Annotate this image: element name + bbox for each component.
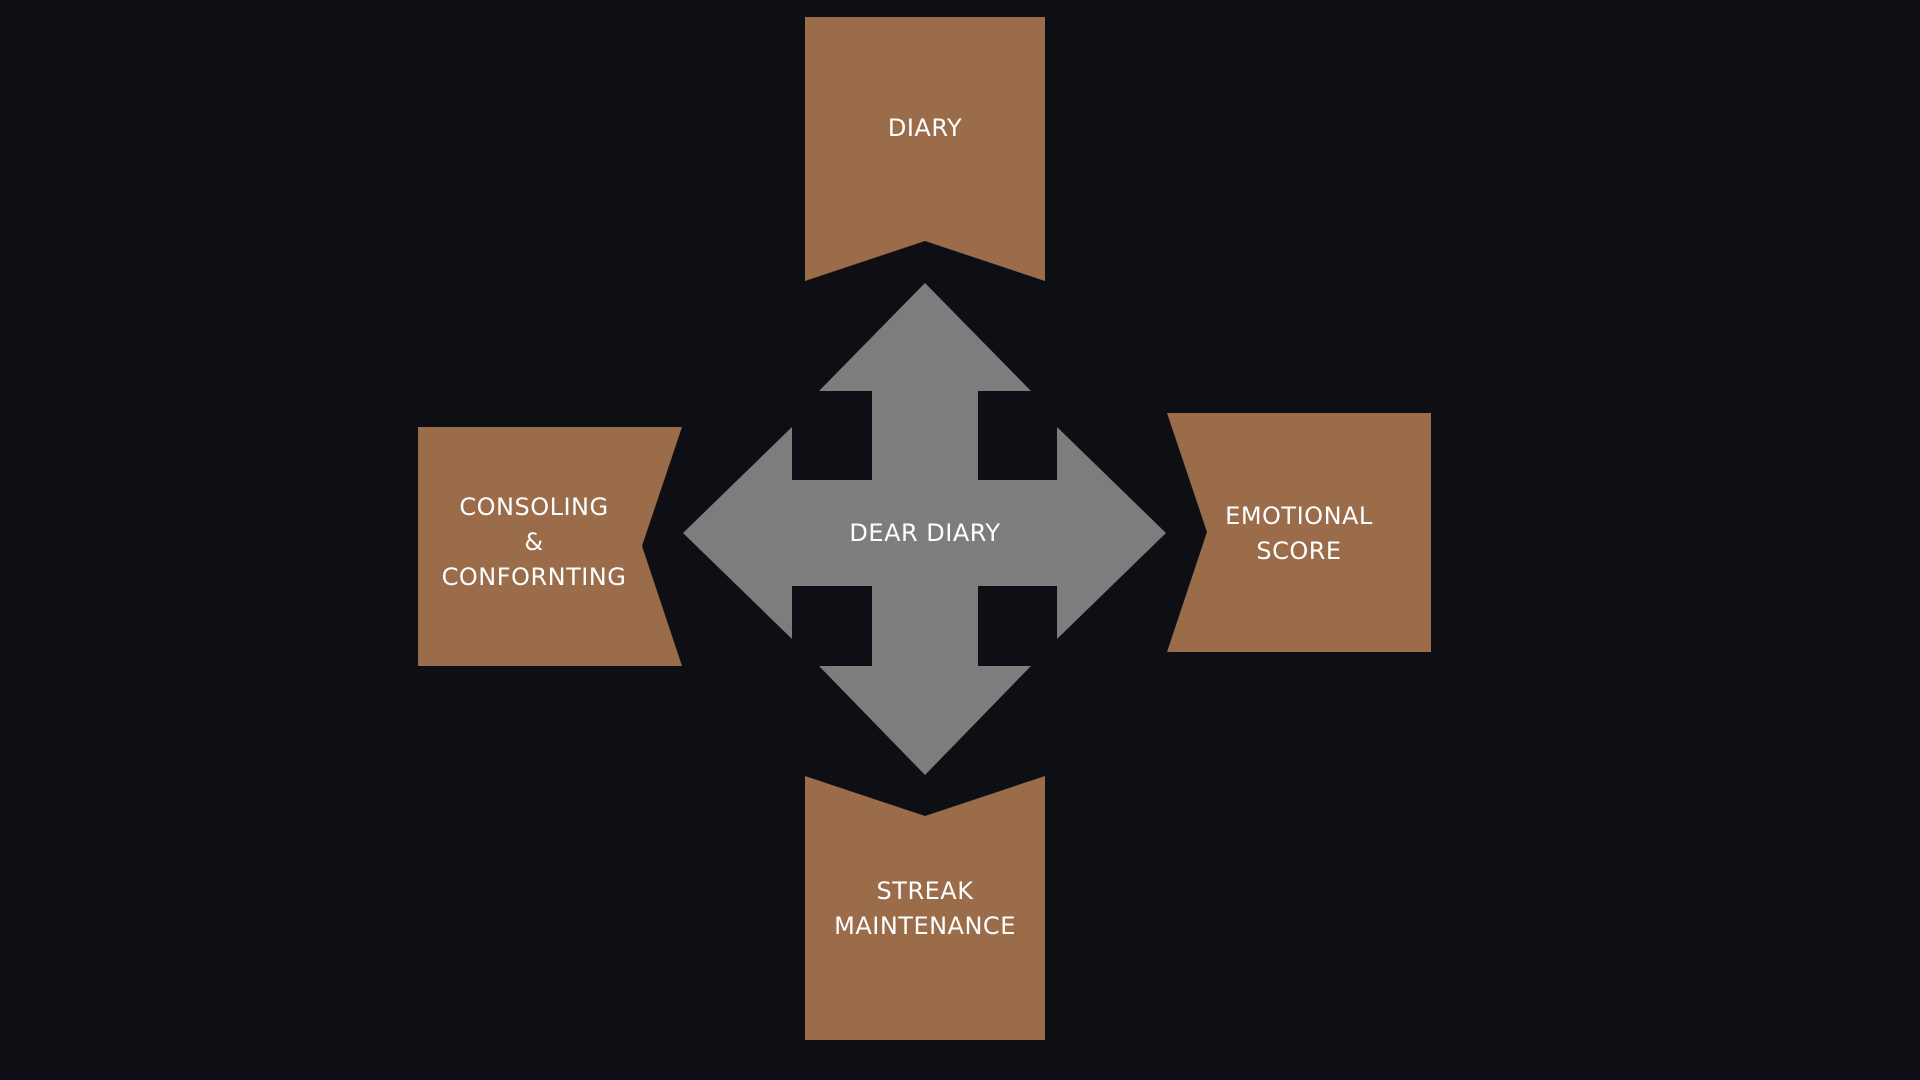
left-box (418, 427, 682, 666)
bottom-box-label-line-1: STREAK (877, 877, 975, 905)
left-box-label-line-3: CONFORNTING (442, 563, 627, 591)
bottom-box (805, 776, 1045, 1040)
top-box (805, 17, 1045, 281)
right-box (1167, 413, 1431, 652)
right-box-label-line-2: SCORE (1256, 537, 1341, 565)
four-way-arrow (683, 283, 1166, 775)
left-box-label-line-1: CONSOLING (459, 493, 608, 521)
left-box-label-line-2: & (524, 528, 543, 556)
center-label: DEAR DIARY (849, 519, 1000, 547)
top-box-label: DIARY (888, 114, 962, 142)
right-box-label-line-1: EMOTIONAL (1225, 502, 1373, 530)
bottom-box-label-line-2: MAINTENANCE (834, 912, 1016, 940)
